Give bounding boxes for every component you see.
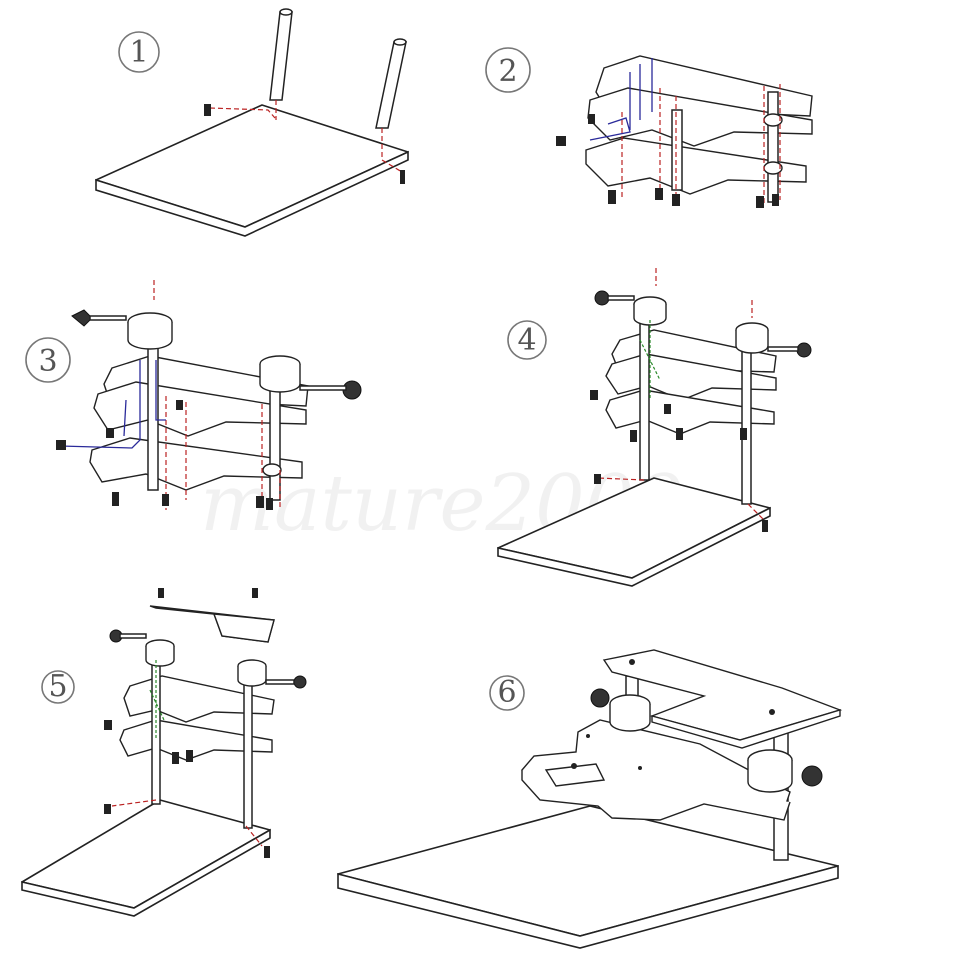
svg-text:3: 3 xyxy=(38,344,57,379)
svg-text:5: 5 xyxy=(48,669,67,704)
svg-text:6: 6 xyxy=(497,675,516,710)
step-1-illustration xyxy=(95,8,409,237)
step-label-3: 3 xyxy=(25,337,71,383)
step-label-2: 2 xyxy=(485,47,531,93)
step-5-illustration xyxy=(21,588,307,917)
step-4-illustration xyxy=(497,268,812,587)
step-label-4: 4 xyxy=(507,320,547,360)
svg-text:2: 2 xyxy=(498,54,517,89)
step-6-illustration xyxy=(337,649,843,949)
step-label-5: 5 xyxy=(41,669,75,704)
step-label-1: 1 xyxy=(118,31,160,73)
svg-text:1: 1 xyxy=(129,35,148,70)
step-3-illustration xyxy=(56,280,362,510)
step-label-6: 6 xyxy=(489,675,525,711)
svg-text:4: 4 xyxy=(517,323,536,358)
step-2-illustration xyxy=(556,55,813,208)
